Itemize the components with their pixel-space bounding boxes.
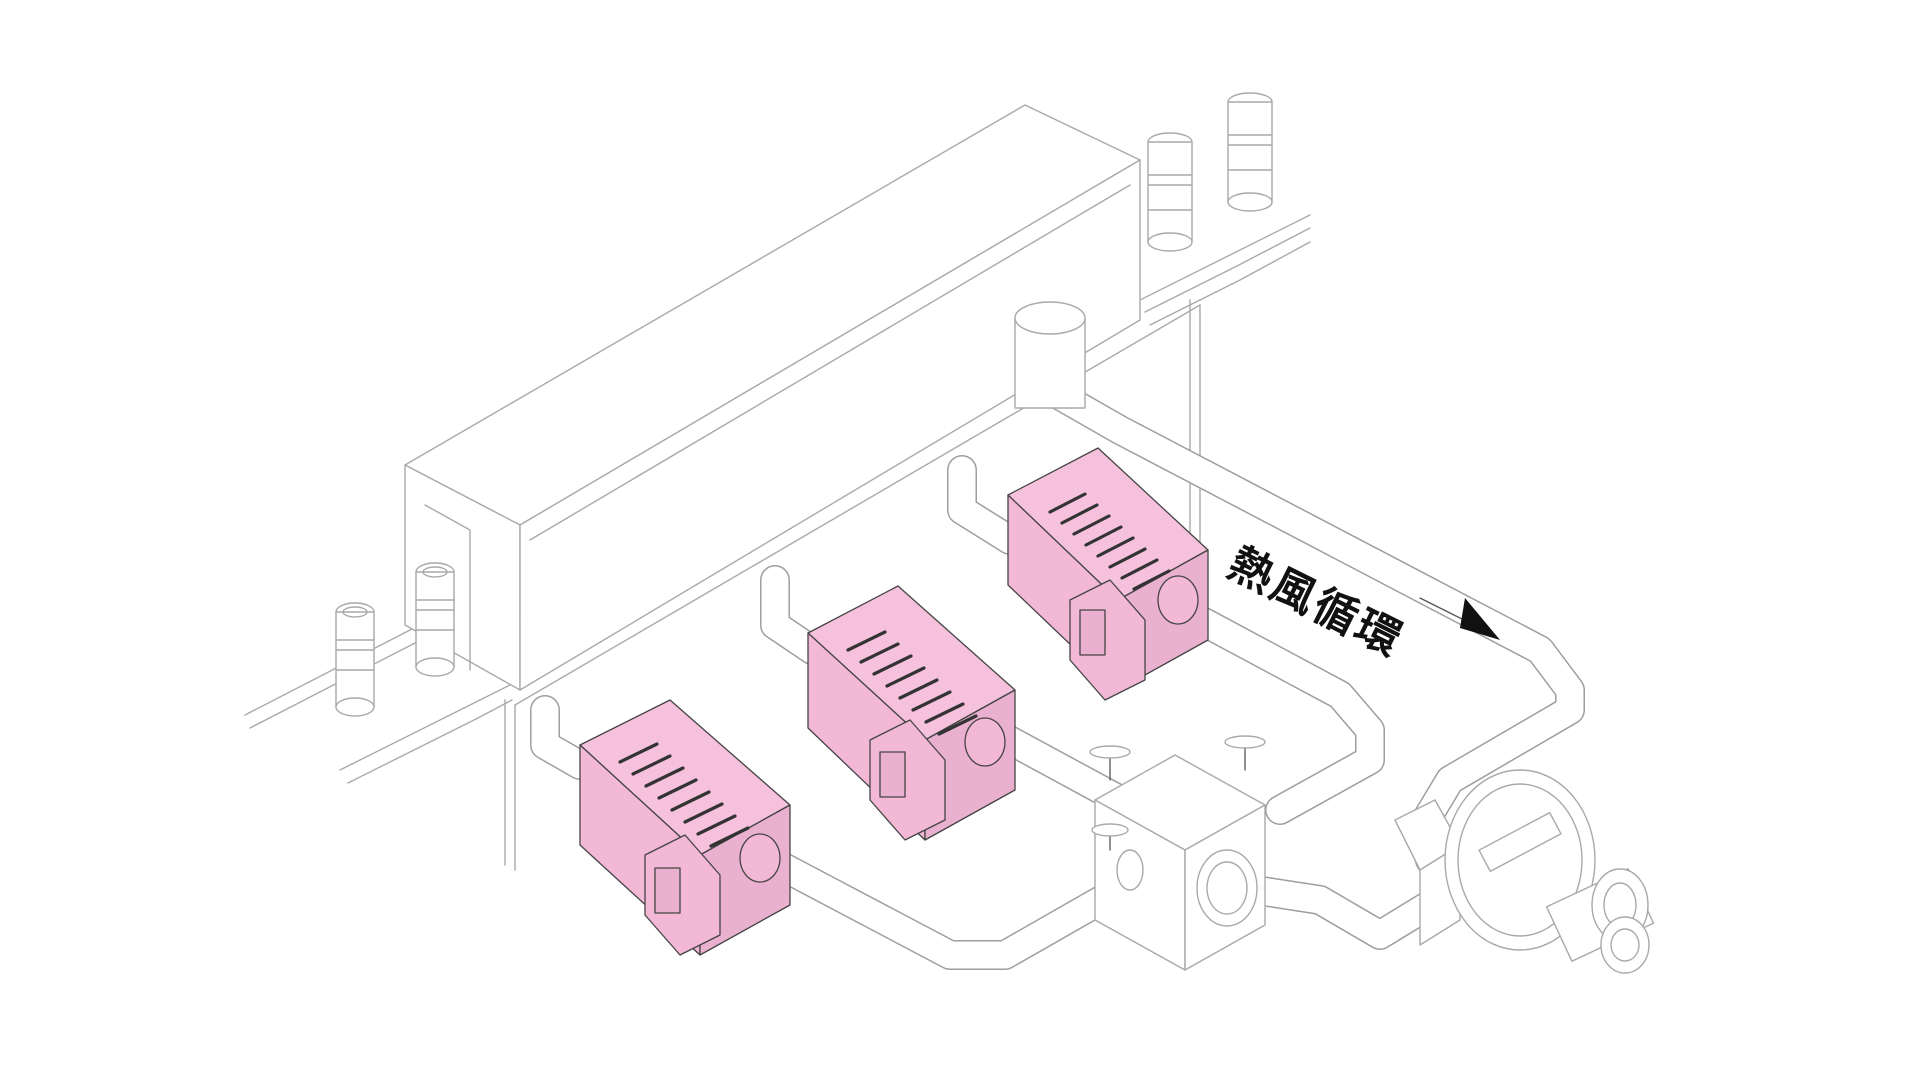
heater-unit-3 <box>1007 447 1209 701</box>
rail-upper-right <box>1139 214 1311 326</box>
vent-slots-2 <box>846 630 978 736</box>
cylinder-valve-2 <box>415 562 455 677</box>
circulation-blower <box>1394 769 1655 974</box>
cylinder-valve-1 <box>335 602 375 717</box>
frame-posts <box>504 299 1201 871</box>
flow-arrow <box>1419 597 1500 640</box>
heater-unit-2 <box>807 585 1016 841</box>
cylinder-valve-4 <box>1227 92 1273 212</box>
cylinder-valve-3 <box>1147 132 1193 252</box>
vent-slots-3 <box>1048 492 1171 591</box>
heater-unit-1 <box>579 699 791 956</box>
arrow-head-icon <box>1460 598 1500 640</box>
vent-slots-1 <box>618 742 750 848</box>
riser-cylinder <box>1014 301 1086 409</box>
mixing-box <box>1089 735 1266 971</box>
